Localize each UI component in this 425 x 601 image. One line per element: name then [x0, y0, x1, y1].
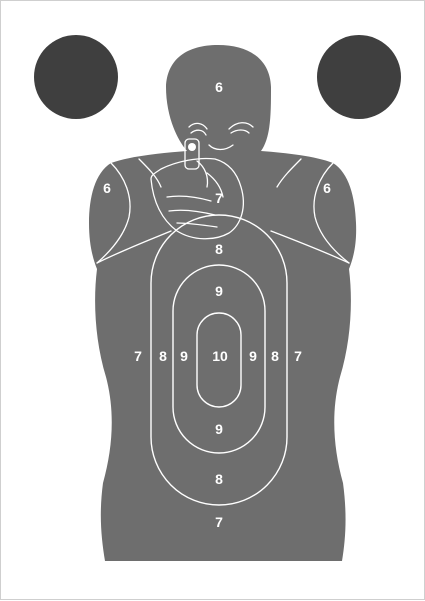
shoulder-line-left: [96, 162, 131, 264]
score-right-9: 9: [249, 348, 257, 364]
score-right-7: 7: [294, 348, 302, 364]
ring-10: [196, 312, 242, 408]
score-lower-7: 7: [215, 514, 223, 530]
hands-outline: [150, 157, 244, 240]
aim-dot-left: [34, 35, 118, 119]
score-left-9: 9: [180, 348, 188, 364]
score-upper-9: 9: [215, 283, 223, 299]
eyebrow-left: [188, 122, 208, 130]
silhouette-body: [89, 45, 357, 561]
score-center-10: 10: [212, 348, 228, 364]
arm-line-left: [96, 230, 172, 264]
pistol-bore: [188, 143, 196, 151]
score-right-shoulder: 6: [323, 180, 331, 196]
pistol-frame: [196, 160, 209, 188]
score-hands: 7: [215, 190, 223, 206]
eye-right: [230, 129, 250, 134]
chest-line-left: [138, 158, 162, 188]
score-left-7: 7: [134, 348, 142, 364]
score-right-8: 8: [271, 348, 279, 364]
chest-line-right: [276, 158, 302, 188]
score-upper-8: 8: [215, 241, 223, 257]
score-left-8: 8: [159, 348, 167, 364]
score-lower-8: 8: [215, 471, 223, 487]
eye-left: [190, 129, 207, 136]
eyebrow-right: [228, 122, 254, 130]
score-head: 6: [215, 79, 223, 95]
score-left-shoulder: 6: [103, 180, 111, 196]
ring-8: [150, 214, 288, 506]
thumb-line: [206, 172, 224, 198]
score-lower-9: 9: [215, 421, 223, 437]
ring-9: [172, 264, 266, 454]
face-line: [208, 144, 234, 151]
arm-line-right: [270, 230, 350, 264]
pistol-muzzle: [184, 138, 200, 170]
aim-dot-right: [317, 35, 401, 119]
fingers-lines: [166, 195, 218, 228]
shoulder-line-right: [313, 162, 350, 264]
